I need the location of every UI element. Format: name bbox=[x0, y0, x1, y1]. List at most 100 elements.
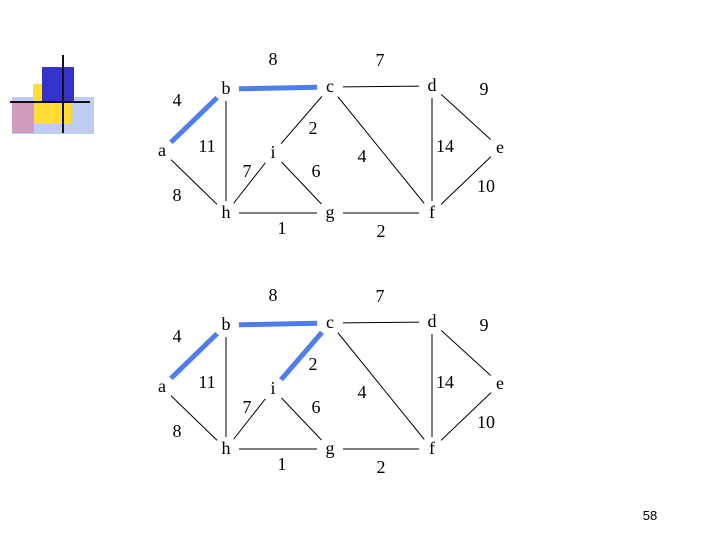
tree-edge-a-b bbox=[159, 86, 229, 154]
tree-edge-c-i bbox=[270, 320, 333, 392]
decor-blue-block bbox=[42, 67, 74, 101]
node-circle-e bbox=[487, 372, 513, 396]
weight-label-a-b: 4 bbox=[173, 326, 182, 346]
weight-label-c-d: 7 bbox=[376, 286, 385, 306]
node-i: i bbox=[260, 377, 286, 401]
node-circle-i bbox=[260, 377, 286, 401]
node-d: d bbox=[419, 74, 445, 98]
weight-label-b-c: 8 bbox=[269, 49, 278, 69]
node-label-c: c bbox=[326, 76, 334, 96]
weight-label-d-f: 14 bbox=[436, 372, 454, 392]
node-circle-f bbox=[419, 437, 445, 461]
node-e: e bbox=[487, 136, 513, 160]
node-circle-f bbox=[419, 201, 445, 225]
node-b: b bbox=[213, 77, 239, 101]
edge-a-h bbox=[161, 386, 227, 450]
edge-a-h bbox=[161, 150, 227, 214]
weight-label-g-h: 1 bbox=[278, 454, 287, 474]
slide-number: 58 bbox=[642, 508, 658, 523]
node-label-i: i bbox=[270, 142, 275, 162]
node-label-b: b bbox=[222, 78, 231, 98]
edge-g-i bbox=[272, 388, 331, 450]
node-label-f: f bbox=[429, 438, 435, 458]
weight-label-c-f: 4 bbox=[358, 146, 367, 166]
node-g: g bbox=[317, 201, 343, 225]
node-f: f bbox=[419, 437, 445, 461]
weight-label-g-h: 1 bbox=[278, 218, 287, 238]
node-circle-d bbox=[419, 310, 445, 334]
weight-label-c-i: 2 bbox=[309, 354, 318, 374]
edge-c-i bbox=[272, 86, 331, 154]
node-c: c bbox=[317, 311, 343, 335]
edge-d-e bbox=[431, 321, 501, 385]
node-label-e: e bbox=[496, 373, 504, 393]
tree-edge-b-c bbox=[223, 84, 333, 92]
weight-label-b-h: 11 bbox=[198, 136, 215, 156]
node-a: a bbox=[149, 139, 175, 163]
node-label-g: g bbox=[326, 438, 335, 458]
node-f: f bbox=[419, 201, 445, 225]
node-label-h: h bbox=[222, 202, 231, 222]
node-circle-g bbox=[317, 437, 343, 461]
node-circle-g bbox=[317, 201, 343, 225]
node-circle-c bbox=[317, 75, 343, 99]
weight-label-b-h: 11 bbox=[198, 372, 215, 392]
node-circle-b bbox=[213, 313, 239, 337]
node-g: g bbox=[317, 437, 343, 461]
node-circle-h bbox=[213, 201, 239, 225]
weight-label-h-i: 7 bbox=[243, 397, 252, 417]
tree-edge-a-b bbox=[159, 322, 229, 390]
node-circle-b bbox=[213, 77, 239, 101]
node-label-i: i bbox=[270, 378, 275, 398]
weight-label-c-f: 4 bbox=[358, 382, 367, 402]
edge-e-f bbox=[431, 383, 501, 450]
weight-label-a-b: 4 bbox=[173, 90, 182, 110]
node-label-g: g bbox=[326, 202, 335, 222]
node-circle-a bbox=[149, 139, 175, 163]
weight-label-h-i: 7 bbox=[243, 161, 252, 181]
weight-label-f-g: 2 bbox=[377, 457, 386, 477]
node-circle-c bbox=[317, 311, 343, 335]
weight-label-c-i: 2 bbox=[309, 118, 318, 138]
node-h: h bbox=[213, 437, 239, 461]
node-label-a: a bbox=[158, 140, 166, 160]
edge-c-f bbox=[329, 322, 433, 450]
edge-d-e bbox=[431, 85, 501, 149]
weight-label-d-e: 9 bbox=[480, 79, 489, 99]
weight-label-d-e: 9 bbox=[480, 315, 489, 335]
tree-edge-b-c bbox=[223, 320, 333, 328]
decor-horizontal-line bbox=[10, 101, 90, 103]
node-label-d: d bbox=[428, 311, 437, 331]
node-circle-h bbox=[213, 437, 239, 461]
node-label-h: h bbox=[222, 438, 231, 458]
node-label-e: e bbox=[496, 137, 504, 157]
edge-h-i bbox=[225, 388, 274, 450]
weight-label-a-h: 8 bbox=[173, 421, 182, 441]
node-circle-d bbox=[419, 74, 445, 98]
decor-pink-block bbox=[12, 103, 34, 133]
node-label-a: a bbox=[158, 376, 166, 396]
edge-c-d bbox=[329, 85, 433, 88]
weight-label-e-f: 10 bbox=[477, 176, 495, 196]
node-circle-i bbox=[260, 141, 286, 165]
decor-vertical-line bbox=[62, 55, 64, 133]
edge-c-d bbox=[329, 321, 433, 324]
edge-g-i bbox=[272, 152, 331, 214]
node-e: e bbox=[487, 372, 513, 396]
weight-label-d-f: 14 bbox=[436, 136, 454, 156]
node-circle-a bbox=[149, 375, 175, 399]
node-b: b bbox=[213, 313, 239, 337]
node-i: i bbox=[260, 141, 286, 165]
node-label-b: b bbox=[222, 314, 231, 334]
node-a: a bbox=[149, 375, 175, 399]
weight-label-c-d: 7 bbox=[376, 50, 385, 70]
edge-e-f bbox=[431, 147, 501, 214]
node-d: d bbox=[419, 310, 445, 334]
node-label-d: d bbox=[428, 75, 437, 95]
weight-label-b-c: 8 bbox=[269, 285, 278, 305]
weight-label-a-h: 8 bbox=[173, 185, 182, 205]
weight-label-e-f: 10 bbox=[477, 412, 495, 432]
